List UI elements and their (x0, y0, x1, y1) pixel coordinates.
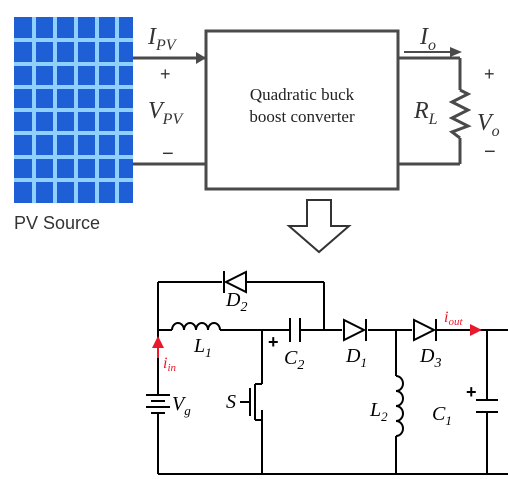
pv-source-label: PV Source (14, 213, 100, 233)
down-arrow-icon (286, 199, 352, 254)
vo-minus-sign: − (484, 141, 496, 163)
capacitor-c1 (476, 399, 498, 413)
i-out-label: iout (444, 309, 463, 328)
d1-label: D1 (345, 345, 367, 370)
i-in-label: iin (163, 355, 177, 374)
i-out-arrow-icon (470, 324, 482, 336)
vg-label: Vg (172, 393, 191, 418)
v-pv-label: VPV (148, 98, 184, 128)
d3-label: D3 (419, 345, 441, 371)
r-l-label: RL (413, 98, 438, 128)
vo-plus-sign: + (484, 64, 495, 84)
pv-panel (14, 17, 133, 203)
i-o-arrow-icon (450, 47, 462, 57)
i-pv-label: IPV (147, 24, 178, 54)
capacitor-c2 (289, 318, 301, 342)
c1-plus-sign: + (466, 382, 477, 402)
c2-label: C2 (284, 347, 304, 373)
c1-label: C1 (432, 403, 452, 428)
diode-d2 (223, 270, 247, 294)
diode-d1 (343, 318, 367, 342)
i-in-arrow-icon (152, 336, 164, 348)
battery-vg (146, 394, 170, 414)
converter-label-line1: Quadratic buck (250, 85, 355, 104)
v-o-label: Vo (477, 110, 500, 140)
pv-plus-sign: + (160, 64, 171, 84)
load-resistor (448, 88, 472, 140)
switch-label: S (226, 391, 236, 413)
l2-label: L2 (369, 399, 388, 424)
l1-label: L1 (193, 335, 212, 360)
diode-d3 (413, 318, 437, 342)
i-pv-arrow-icon (196, 52, 206, 64)
c2-plus-sign: + (268, 332, 279, 352)
inductor-l1 (171, 322, 221, 331)
converter-label-line2: boost converter (249, 107, 355, 126)
i-o-label: Io (419, 24, 436, 54)
pv-minus-sign: − (162, 143, 174, 165)
inductor-l2 (395, 375, 404, 437)
circuit-schematic (157, 281, 508, 475)
d2-label: D2 (225, 289, 247, 315)
converter-box (204, 29, 400, 191)
